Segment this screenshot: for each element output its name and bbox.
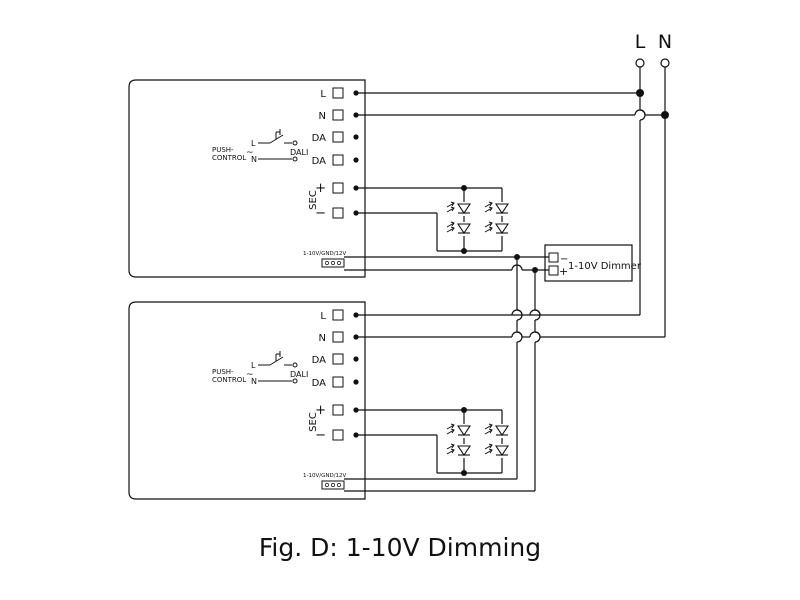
push-switch-symbol xyxy=(258,129,298,162)
push-control-label-line1: PUSH- xyxy=(212,368,234,376)
push-switch-n-label: N xyxy=(251,155,257,164)
driver-2: L N DA DA + − SEC PUSH- CONTROL L N ~ DA… xyxy=(128,301,366,500)
terminal-n-label: N xyxy=(319,333,326,344)
mains-line-label: L xyxy=(635,31,646,53)
terminal-da2-box xyxy=(332,376,344,388)
dimmer-plus-symbol: + xyxy=(559,265,568,278)
push-control-label-line2: CONTROL xyxy=(212,154,246,162)
dimmer-minus-symbol: − xyxy=(560,254,568,265)
push-switch-l-label: L xyxy=(251,361,256,370)
mains-line-junction xyxy=(636,89,644,97)
dimming-wiring xyxy=(344,256,549,492)
terminal-da1-label: DA xyxy=(312,355,327,366)
terminal-minus-label: − xyxy=(315,428,326,443)
push-switch-tilde: ~ xyxy=(246,370,254,380)
terminal-da1-box xyxy=(332,353,344,365)
dimmer-plus-terminal xyxy=(548,265,559,276)
terminal-l-box xyxy=(332,309,344,321)
driver-2-housing xyxy=(128,301,366,500)
mains-neutral-terminal xyxy=(660,58,670,68)
driver-1-housing xyxy=(128,79,366,278)
dimmer-label: 1-10V Dimmer xyxy=(568,261,642,272)
mains-neutral-junction xyxy=(661,111,669,119)
led-icon xyxy=(446,201,472,216)
dimmer-minus-terminal xyxy=(548,252,559,263)
led-array-2-wiring xyxy=(356,409,503,474)
terminal-n-label: N xyxy=(319,111,326,122)
sec-label: SEC xyxy=(308,412,319,432)
mains-line-terminal xyxy=(635,58,645,68)
led-icon xyxy=(484,201,510,216)
terminal-l-label: L xyxy=(320,311,326,322)
led-icon xyxy=(446,423,472,438)
terminal-plus-label: + xyxy=(315,403,326,418)
driver-1: L N DA DA + − SEC PUSH- CONTROL L N ~ DA… xyxy=(128,79,366,278)
push-switch-n-label: N xyxy=(251,377,257,386)
terminal-minus-box xyxy=(332,429,344,441)
terminal-n-box xyxy=(332,331,344,343)
led-icon xyxy=(484,221,510,236)
led-icon xyxy=(446,221,472,236)
terminal-minus-box xyxy=(332,207,344,219)
connector-label: 1-10V/GND/12V xyxy=(303,251,347,257)
terminal-n-box xyxy=(332,109,344,121)
push-control-label-line1: PUSH- xyxy=(212,146,234,154)
terminal-da2-box xyxy=(332,154,344,166)
mains-neutral-label: N xyxy=(658,31,672,53)
terminal-da1-label: DA xyxy=(312,133,327,144)
led-icon xyxy=(484,443,510,458)
push-switch-symbol xyxy=(258,351,298,384)
dali-label: DALI xyxy=(290,370,308,379)
sec-label: SEC xyxy=(308,190,319,210)
terminal-da2-label: DA xyxy=(312,156,327,167)
led-array-1-wiring xyxy=(356,187,503,252)
terminal-da2-label: DA xyxy=(312,378,327,389)
push-switch-tilde: ~ xyxy=(246,148,254,158)
dimmer-1-10v: − + 1-10V Dimmer xyxy=(544,244,642,282)
figure-caption: Fig. D: 1-10V Dimming xyxy=(258,533,542,562)
terminal-minus-label: − xyxy=(315,206,326,221)
connector-label: 1-10V/GND/12V xyxy=(303,473,347,479)
push-switch-l-label: L xyxy=(251,139,256,148)
dali-label: DALI xyxy=(290,148,308,157)
led-icon xyxy=(446,443,472,458)
terminal-da1-box xyxy=(332,131,344,143)
dimmer-box xyxy=(544,244,633,282)
led-icon xyxy=(484,423,510,438)
terminal-plus-label: + xyxy=(315,181,326,196)
mains-terminals: L N xyxy=(635,31,672,114)
terminal-l-label: L xyxy=(320,89,326,100)
terminal-l-box xyxy=(332,87,344,99)
terminal-plus-box xyxy=(332,404,344,416)
push-control-label-line2: CONTROL xyxy=(212,376,246,384)
mains-wiring xyxy=(356,92,666,338)
terminal-plus-box xyxy=(332,182,344,194)
